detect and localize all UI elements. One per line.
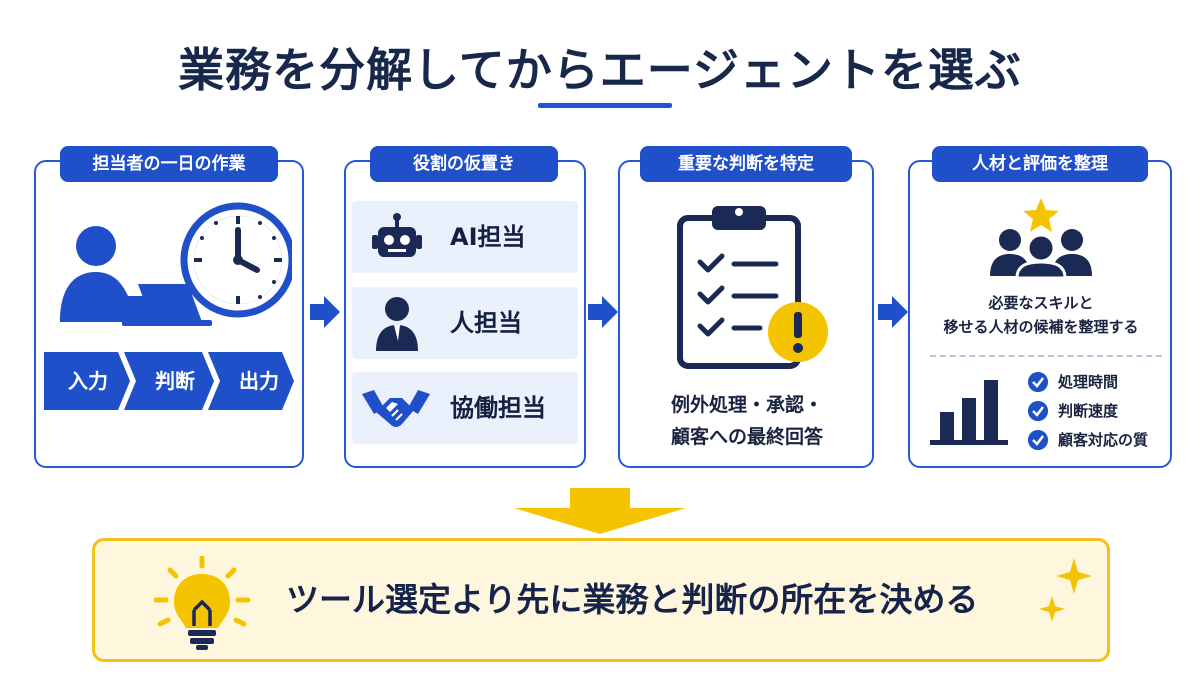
role-label-ai: AI担当 bbox=[450, 223, 526, 251]
check-circle-icon bbox=[1028, 401, 1048, 421]
check-label-service-quality: 顧客対応の質 bbox=[1058, 431, 1149, 449]
role-row-ai: AI担当 bbox=[352, 201, 578, 273]
check-circle-icon bbox=[1028, 430, 1048, 450]
talent-line-2: 移せる人材の候補を整理する bbox=[943, 318, 1139, 336]
step-judgment: 判断 bbox=[155, 369, 195, 393]
key-decisions-line-2: 顧客への最終回答 bbox=[670, 426, 823, 448]
person-icon bbox=[376, 297, 418, 351]
key-decisions-line-1: 例外処理・承認・ bbox=[670, 394, 823, 416]
lightbulb-icon bbox=[153, 556, 251, 650]
worker-clock-icon bbox=[60, 202, 292, 326]
sparkle-icon bbox=[1039, 558, 1092, 622]
conclusion-box bbox=[92, 538, 1110, 662]
role-row-human: 人担当 bbox=[352, 287, 578, 359]
card-label-talent-evaluation: 人材と評価を整理 bbox=[932, 146, 1148, 182]
arrow-right-icon bbox=[310, 296, 340, 328]
card-label-daily-work: 担当者の一日の作業 bbox=[60, 146, 278, 182]
clipboard-checklist-icon bbox=[677, 206, 828, 369]
role-label-collab: 協働担当 bbox=[450, 394, 546, 422]
robot-icon bbox=[372, 213, 422, 257]
process-steps bbox=[44, 352, 294, 410]
check-label-processing-time: 処理時間 bbox=[1058, 373, 1119, 391]
check-label-decision-speed: 判断速度 bbox=[1058, 402, 1119, 420]
page-title: 業務を分解してからエージェントを選ぶ bbox=[178, 43, 1022, 97]
card-label-role-assignment: 役割の仮置き bbox=[370, 146, 558, 182]
card-label-key-decisions: 重要な判断を特定 bbox=[640, 146, 852, 182]
check-circle-icon bbox=[1028, 372, 1048, 392]
team-star-icon bbox=[990, 198, 1092, 278]
divider-dashed bbox=[930, 355, 1162, 357]
step-output: 出力 bbox=[239, 369, 279, 393]
handshake-icon bbox=[362, 390, 430, 427]
role-label-human: 人担当 bbox=[450, 309, 522, 337]
arrow-right-icon bbox=[878, 296, 908, 328]
bar-chart-icon bbox=[930, 380, 1008, 445]
talent-line-1: 必要なスキルと bbox=[988, 294, 1094, 312]
conclusion-text: ツール選定より先に業務と判断の所在を決める bbox=[286, 580, 979, 619]
down-arrow-icon bbox=[514, 488, 686, 534]
arrow-right-icon bbox=[588, 296, 618, 328]
title-underline bbox=[538, 103, 672, 108]
role-row-collab: 協働担当 bbox=[352, 372, 578, 444]
step-input: 入力 bbox=[68, 369, 108, 393]
